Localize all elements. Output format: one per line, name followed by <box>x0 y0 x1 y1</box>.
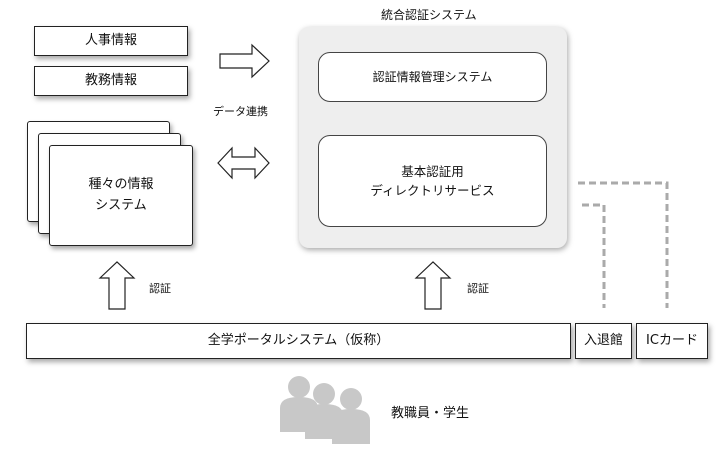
hr-info-label: 人事情報 <box>84 32 137 48</box>
auth-info-mgmt-label: 認証情報管理システム <box>372 69 493 84</box>
academic-info-box: 教務情報 <box>34 66 188 96</box>
dashed-link-entry <box>582 203 606 308</box>
integrated-auth-title: 統合認証システム <box>381 8 477 22</box>
directory-service-box: 基本認証用 ディレクトリサービス <box>318 135 547 227</box>
directory-service-line2: ディレクトリサービス <box>370 183 495 198</box>
data-link-label: データ連携 <box>213 105 268 118</box>
entry-exit-label: 入退館 <box>583 332 623 348</box>
users-label: 教職員・学生 <box>391 406 470 421</box>
data-link-arrow-right <box>219 43 270 79</box>
hr-info-box: 人事情報 <box>34 26 188 56</box>
various-systems-box: 種々の情報 システム <box>49 145 193 246</box>
portal-system-label: 全学ポータルシステム（仮称） <box>207 332 390 348</box>
dashed-link-iccard <box>578 181 669 308</box>
data-link-arrow-double <box>217 146 270 180</box>
users-icon <box>280 376 370 444</box>
entry-exit-box: 入退館 <box>575 323 632 359</box>
portal-system-box: 全学ポータルシステム（仮称） <box>26 323 571 359</box>
auth-label-right: 認証 <box>467 282 489 295</box>
ic-card-label: ICカード <box>646 332 698 348</box>
ic-card-box: ICカード <box>636 323 708 359</box>
academic-info-label: 教務情報 <box>84 72 137 88</box>
auth-label-left: 認証 <box>149 282 171 295</box>
auth-arrow-right <box>414 261 452 310</box>
auth-info-mgmt-box: 認証情報管理システム <box>318 52 547 102</box>
auth-arrow-left <box>98 261 136 310</box>
various-systems-line2: システム <box>95 197 147 213</box>
directory-service-line1: 基本認証用 <box>401 163 464 179</box>
various-systems-line1: 種々の情報 <box>88 177 154 193</box>
